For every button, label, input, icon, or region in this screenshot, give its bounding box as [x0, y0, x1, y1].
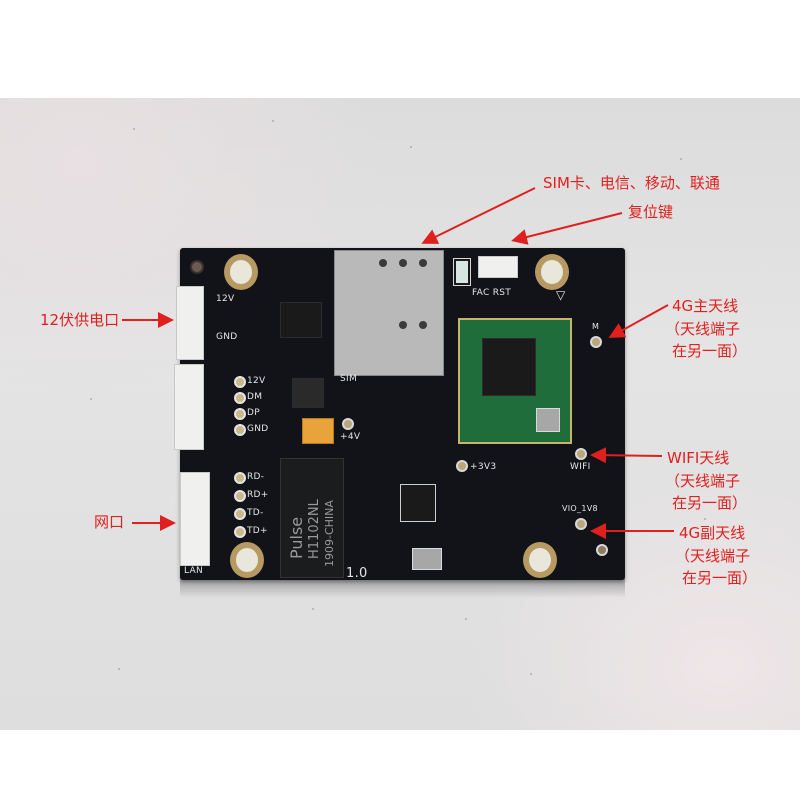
mount-hole-top-right	[535, 254, 569, 290]
silk-rd-minus: RD-	[247, 472, 265, 482]
inductor	[292, 378, 324, 408]
ant-wifi-title: WIFI天线	[667, 449, 730, 467]
annotation-sim: SIM卡、电信、移动、联通	[543, 174, 720, 192]
silk-gnd: GND	[216, 332, 238, 342]
silk-wifi: WIFI	[570, 462, 591, 472]
antenna-pad-aux	[575, 518, 587, 530]
module-shield-can	[536, 408, 560, 432]
usb-header-connector[interactable]	[174, 364, 204, 450]
board-shadow	[180, 578, 625, 598]
pad-dm	[234, 392, 246, 404]
silk-td-plus: TD+	[247, 526, 268, 536]
annotation-power: 12伏供电口	[40, 311, 120, 329]
power-connector[interactable]	[176, 286, 204, 360]
mount-hole-bottom-left	[230, 542, 264, 578]
antenna-pad-extra	[596, 544, 608, 556]
lte-soc	[482, 338, 536, 396]
pad-gnd	[234, 424, 246, 436]
ant-main-line2: （天线端子	[665, 320, 741, 338]
lan-connector[interactable]	[180, 472, 210, 566]
silk-4v: +4V	[340, 432, 361, 442]
sim-card-holder[interactable]	[334, 250, 444, 376]
annotation-lan: 网口	[94, 513, 125, 531]
ant-wifi-line2: （天线端子	[665, 472, 741, 490]
ethernet-transformer: Pulse H1102NL 1909-CHINA	[280, 458, 344, 578]
pad-rd-plus	[234, 490, 246, 502]
annotation-reset: 复位键	[628, 203, 674, 221]
small-via-top-left	[190, 260, 204, 274]
power-ic	[280, 302, 322, 338]
pad-12v	[234, 376, 246, 388]
xfmr-part: H1102NL	[307, 499, 322, 559]
silk-m: M	[592, 322, 600, 331]
silk-usb-dp: DP	[247, 408, 260, 418]
lte-module	[458, 318, 572, 444]
silk-3v3: +3V3	[470, 462, 497, 472]
ant-wifi-line3: 在另一面）	[672, 494, 748, 512]
silk-12v: 12V	[216, 294, 235, 304]
mount-hole-bottom-right	[523, 542, 557, 578]
ant-aux-line3: 在另一面）	[682, 569, 758, 587]
antenna-pad-wifi	[575, 448, 587, 460]
silk-version: 1.0	[346, 566, 368, 581]
ant-aux-title: 4G副天线	[679, 524, 746, 542]
xfmr-origin: 1909-CHINA	[323, 500, 336, 567]
pad-dp	[234, 408, 246, 420]
status-led	[453, 258, 471, 286]
pad-td-minus	[234, 508, 246, 520]
ant-main-title: 4G主天线	[672, 297, 739, 315]
pad-rd-minus	[234, 472, 246, 484]
reset-button[interactable]	[478, 256, 518, 278]
silk-vio: VIO_1V8	[562, 504, 598, 513]
antenna-pad-main	[590, 336, 602, 348]
silk-usb-dm: DM	[247, 392, 263, 402]
pad-3v3	[456, 460, 468, 472]
silk-lan: LAN	[184, 566, 204, 576]
silk-triangle-icon: ▽	[556, 288, 566, 302]
silk-usb-gnd: GND	[247, 424, 269, 434]
pcb-board: 12V GND 12V DM DP GND RD- RD+ TD- TD+ LA…	[174, 248, 625, 581]
xfmr-brand: Pulse	[287, 516, 306, 559]
mount-hole-top-left	[224, 254, 258, 290]
crystal-oscillator	[412, 548, 442, 570]
silk-usb-12v: 12V	[247, 376, 266, 386]
silk-rd-plus: RD+	[247, 490, 269, 500]
ant-main-line3: 在另一面）	[672, 342, 748, 360]
pad-4v	[342, 418, 354, 430]
pad-td-plus	[234, 526, 246, 538]
tantalum-capacitor	[302, 418, 334, 444]
silk-td-minus: TD-	[247, 508, 264, 518]
silk-fac-rst: FAC RST	[472, 288, 512, 298]
ethernet-phy-chip	[400, 484, 436, 522]
ant-aux-line2: （天线端子	[675, 547, 751, 565]
silk-sim: SIM	[340, 374, 358, 384]
